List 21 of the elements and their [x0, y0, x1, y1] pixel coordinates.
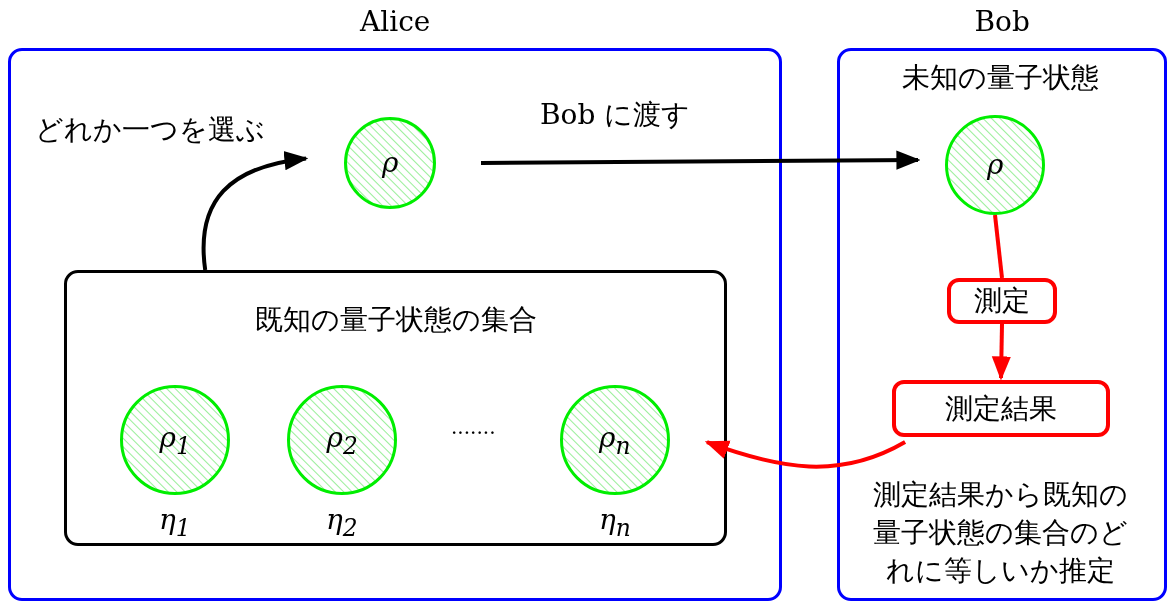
state-symbol: ρ$_{2}$ — [326, 420, 358, 460]
weight-label: η$_{n}$ — [599, 502, 631, 542]
panel-subtitle: 未知の量子状態 — [901, 61, 1099, 95]
panel-heading: Bob — [974, 5, 1030, 39]
note: 測定結果から既知の量子状態の集合のどれに等しいか推定 — [872, 477, 1129, 589]
edge-label: Bob に渡す — [540, 98, 691, 132]
arrow — [201, 151, 309, 271]
ellipsis: ....... — [451, 415, 496, 439]
state-symbol: ρ — [987, 148, 1004, 182]
weight-label: η$_{1}$ — [159, 502, 191, 542]
step-box: 測定結果 — [892, 380, 1110, 437]
arrow — [991, 323, 1011, 381]
step-box: 測定 — [947, 278, 1057, 324]
arrow — [481, 150, 921, 170]
panel-heading: Alice — [360, 5, 431, 39]
weight-label: η$_{2}$ — [326, 502, 358, 542]
state-symbol: ρ$_{n}$ — [599, 420, 631, 460]
state-symbol: ρ — [382, 146, 399, 180]
arrow — [704, 440, 906, 469]
group-title: 既知の量子状態の集合 — [254, 303, 537, 337]
state-symbol: ρ$_{1}$ — [159, 420, 191, 460]
